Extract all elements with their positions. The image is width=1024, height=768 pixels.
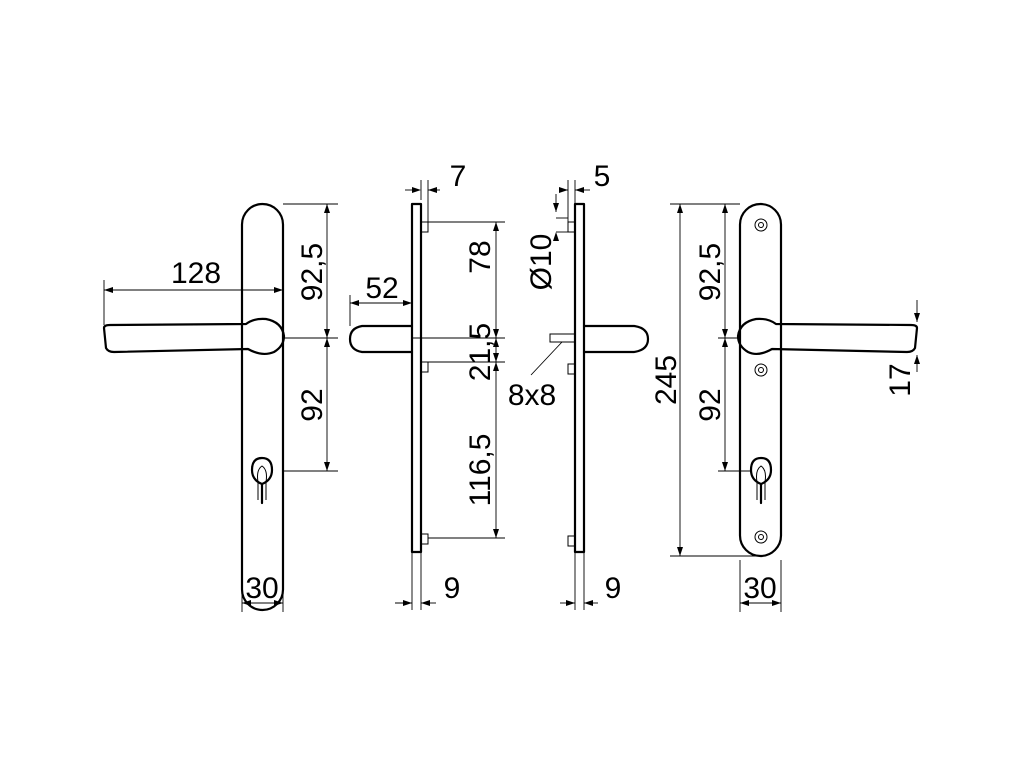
- side-plate-2: [573, 202, 586, 554]
- dim-top-offset: 7: [450, 160, 467, 193]
- dim-a: 78: [464, 240, 497, 273]
- dim-plate-thickness-2: 9: [605, 572, 622, 605]
- dim-c: 116,5: [464, 434, 497, 507]
- dim-lower-right: 92: [694, 388, 727, 421]
- screw-hole-top: [754, 218, 768, 232]
- dim-lever-depth: 52: [365, 272, 398, 305]
- front-view-right: 245 92,5 92 17 30: [650, 202, 920, 612]
- front-view-left: 128 92,5 92 30: [102, 202, 338, 612]
- lever-side-2: [582, 324, 650, 354]
- screw-hole-bottom: [754, 530, 768, 544]
- dim-handle-length: 128: [171, 257, 221, 290]
- dim-spindle-square: 8x8: [508, 379, 556, 412]
- dim-top-offset-2: 5: [594, 160, 611, 193]
- side-view-1: 7 52 78 21,5 116,5 9: [348, 160, 505, 610]
- dim-total-height: 245: [650, 355, 683, 405]
- lever-handle-right: [736, 317, 919, 356]
- screw-hole-middle: [754, 363, 768, 377]
- dim-width-right: 30: [743, 572, 776, 605]
- lever-side: [348, 324, 414, 354]
- lever-handle: [102, 317, 286, 356]
- dim-handle-height: 17: [884, 363, 917, 396]
- dim-lower: 92: [296, 388, 329, 421]
- dim-b: 21,5: [464, 323, 497, 381]
- backplate-outline: [240, 202, 285, 612]
- dim-spindle-dia: Ø10: [525, 234, 558, 291]
- cylinder-cutout: [250, 456, 274, 505]
- dim-width: 30: [245, 572, 278, 605]
- spindle: [549, 333, 576, 343]
- dim-upper-right: 92,5: [694, 243, 727, 301]
- dim-plate-thickness: 9: [444, 572, 461, 605]
- side-view-2: 5 Ø10 8x8 9: [508, 160, 650, 610]
- side-plate: [410, 202, 423, 554]
- cylinder-cutout-right: [749, 456, 773, 505]
- dim-upper: 92,5: [296, 243, 329, 301]
